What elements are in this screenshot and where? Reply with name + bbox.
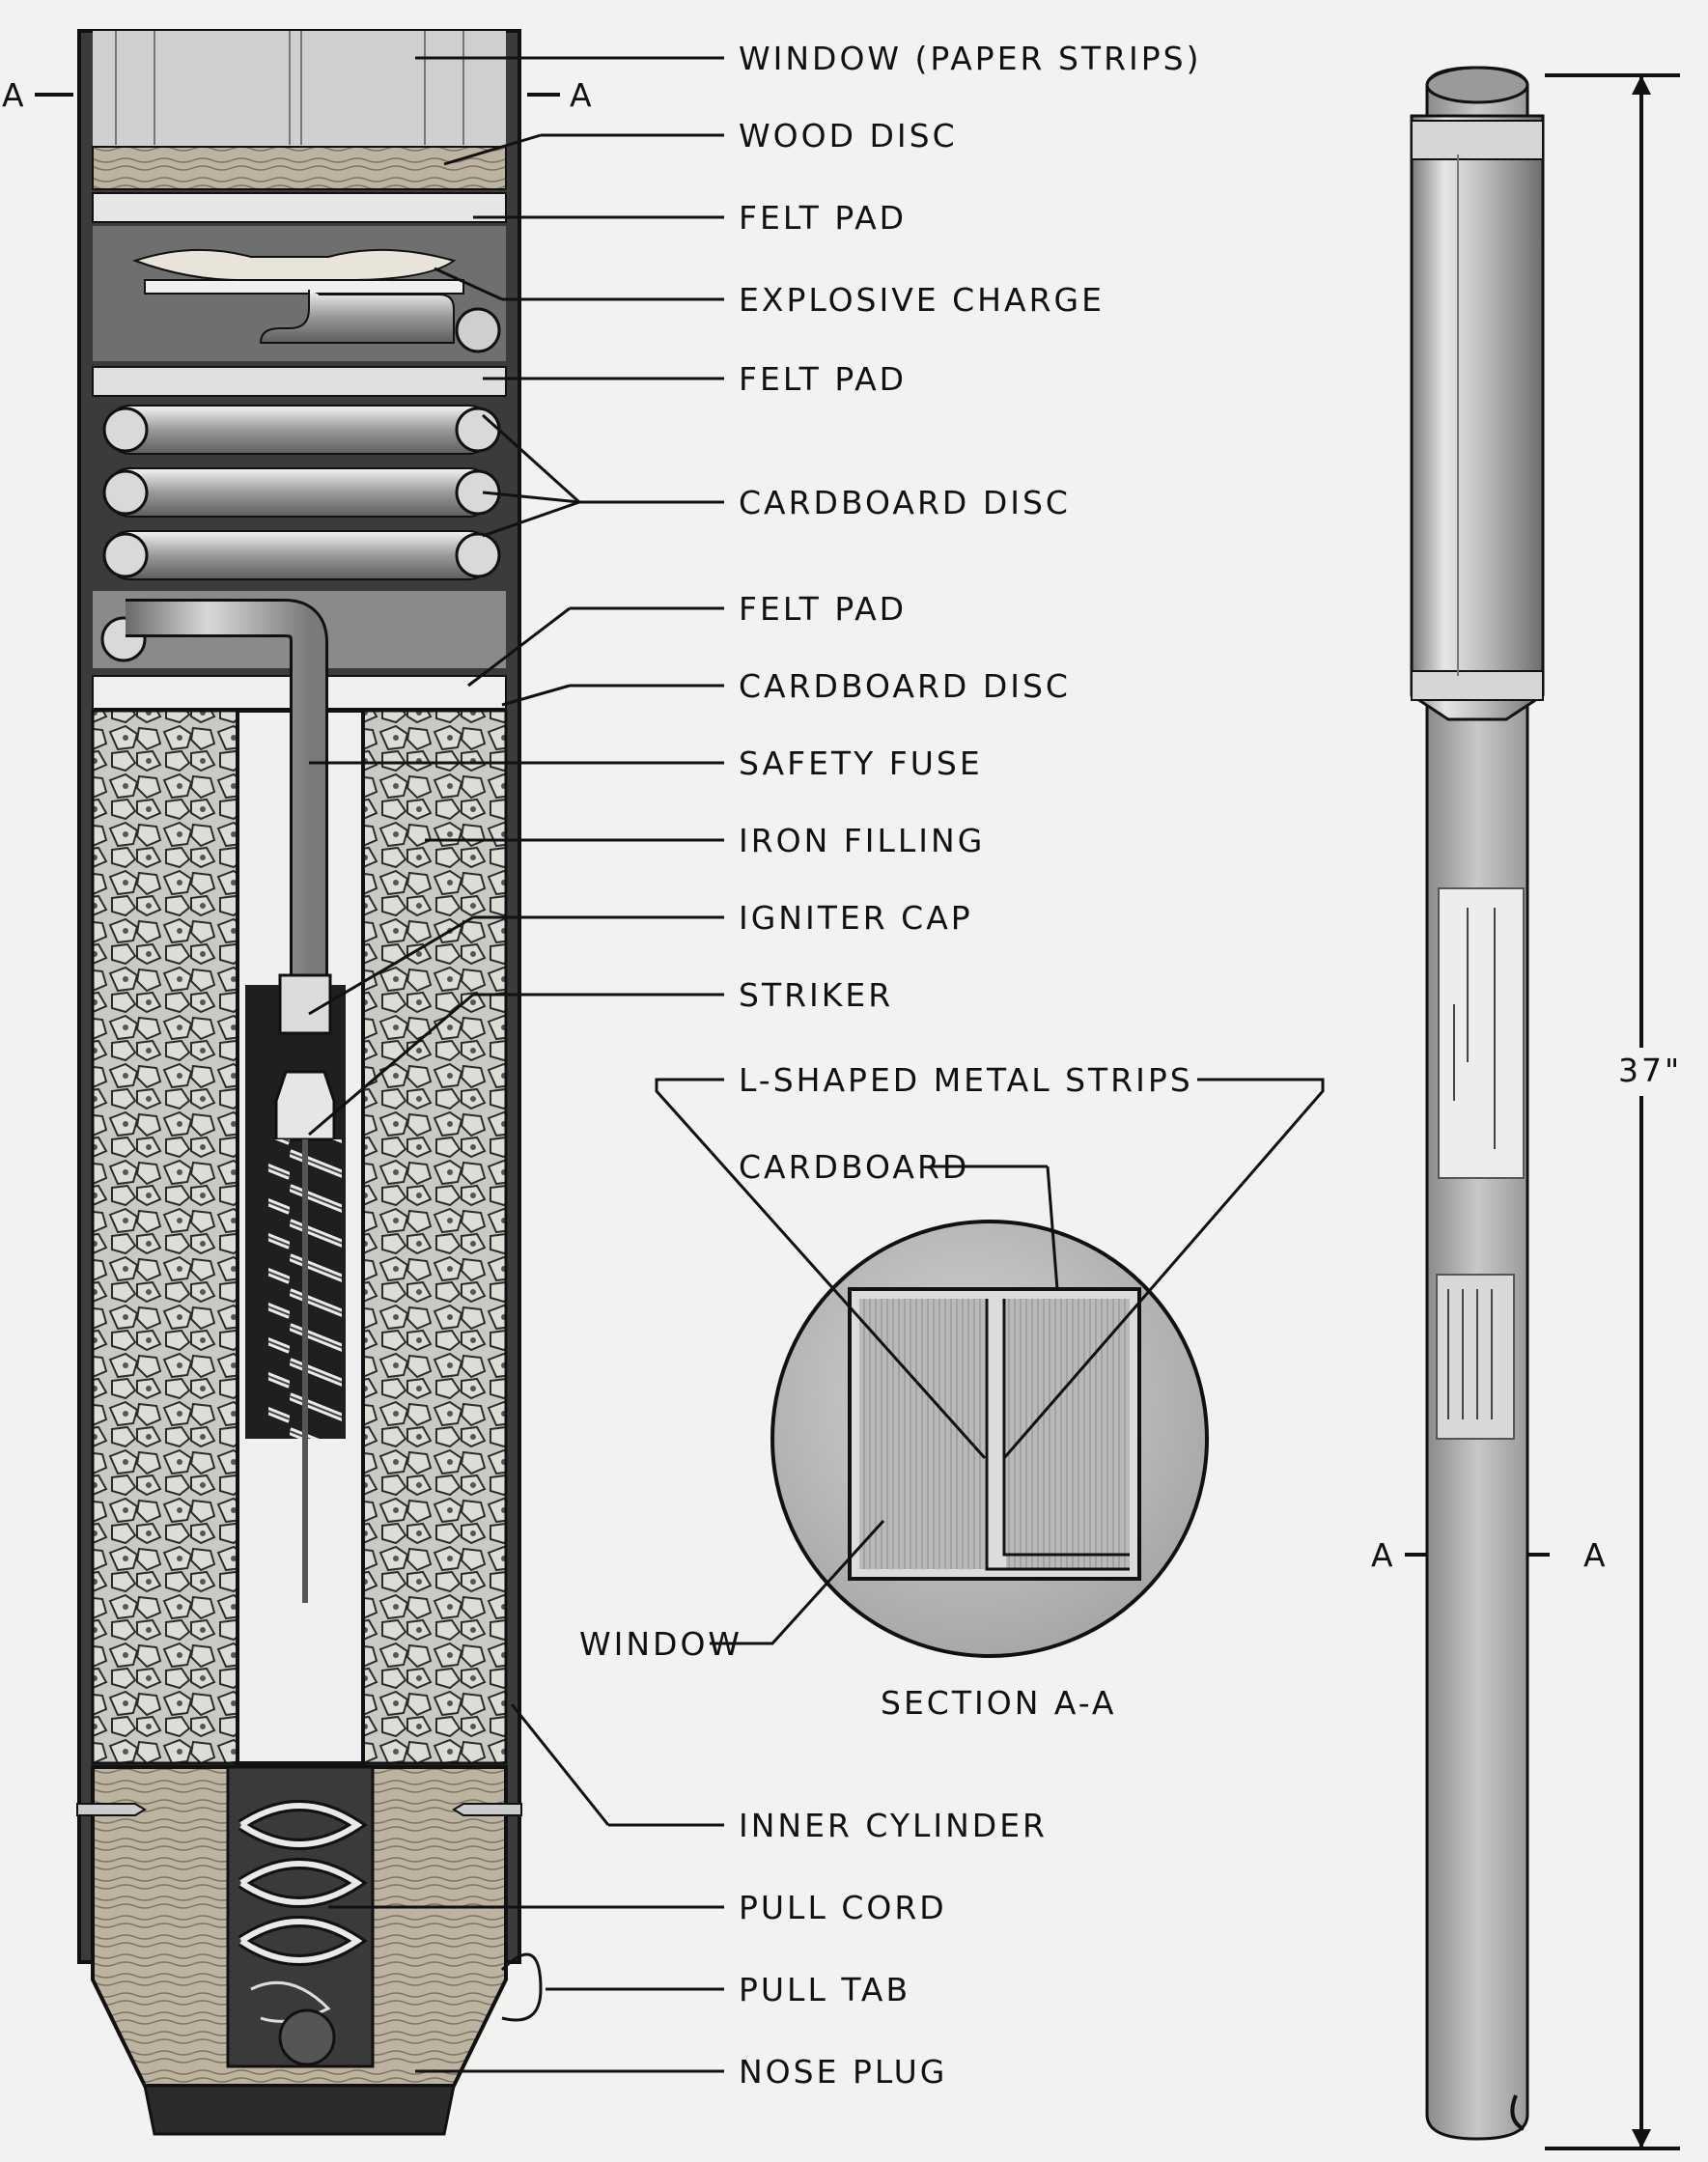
wood-disc — [92, 146, 507, 190]
section-a-a — [770, 1220, 1209, 1658]
section-title: SECTION A-A — [881, 1684, 1117, 1722]
window-sleeve — [1410, 114, 1545, 721]
label-cardboard-disc-2: CARDBOARD DISC — [739, 667, 1071, 705]
felt-pad-2 — [92, 366, 507, 397]
label-felt-pad-2: FELT PAD — [739, 360, 907, 398]
section-marker-left-cutaway: A — [2, 76, 27, 114]
label-felt-pad-1: FELT PAD — [739, 199, 907, 237]
label-igniter-cap: IGNITER CAP — [739, 899, 973, 937]
section-marker-left-exterior: A — [1371, 1536, 1396, 1574]
section-marker-right-exterior: A — [1583, 1536, 1609, 1574]
label-l-shaped-metal-strips: L-SHAPED METAL STRIPS — [739, 1061, 1193, 1099]
label-cardboard: CARDBOARD — [739, 1148, 969, 1186]
callouts: WINDOW (PAPER STRIPS) WOOD DISC FELT PAD… — [308, 40, 1201, 2091]
label-inner-cylinder: INNER CYLINDER — [739, 1807, 1048, 1844]
dimension-length: 37" — [1618, 1052, 1682, 1089]
window-paper-strips-area — [93, 31, 506, 147]
exterior-bomb — [1410, 66, 1545, 2141]
section-marker-right-cutaway: A — [570, 76, 595, 114]
pull-ring — [278, 2008, 336, 2066]
igniter-cap — [278, 973, 332, 1035]
label-cardboard-disc-1: CARDBOARD DISC — [739, 484, 1071, 521]
label-wood-disc: WOOD DISC — [739, 117, 958, 154]
cutaway-bomb — [76, 29, 543, 2136]
label-striker: STRIKER — [739, 976, 893, 1014]
cardboard-disc-stack — [102, 405, 501, 580]
pull-tab — [500, 1952, 543, 2022]
label-felt-pad-3: FELT PAD — [739, 590, 907, 628]
l-strips-callout: L-SHAPED METAL STRIPS — [655, 1061, 1325, 1460]
paper-label-1 — [1438, 887, 1525, 1179]
label-window: WINDOW — [579, 1625, 742, 1663]
paper-label-2 — [1436, 1274, 1515, 1440]
label-pull-cord: PULL CORD — [739, 1889, 947, 1926]
safety-fuse — [126, 602, 325, 975]
label-pull-tab: PULL TAB — [739, 1971, 910, 2008]
tail-end — [1425, 66, 1529, 104]
label-iron-filling: IRON FILLING — [739, 822, 985, 859]
label-window-paper-strips: WINDOW (PAPER STRIPS) — [739, 40, 1201, 77]
label-safety-fuse: SAFETY FUSE — [739, 744, 983, 782]
label-explosive-charge: EXPLOSIVE CHARGE — [739, 281, 1105, 319]
label-nose-plug: NOSE PLUG — [739, 2053, 947, 2091]
striker — [274, 1070, 336, 1141]
felt-pad-1 — [92, 192, 507, 223]
dimension-line — [1545, 73, 1680, 2150]
